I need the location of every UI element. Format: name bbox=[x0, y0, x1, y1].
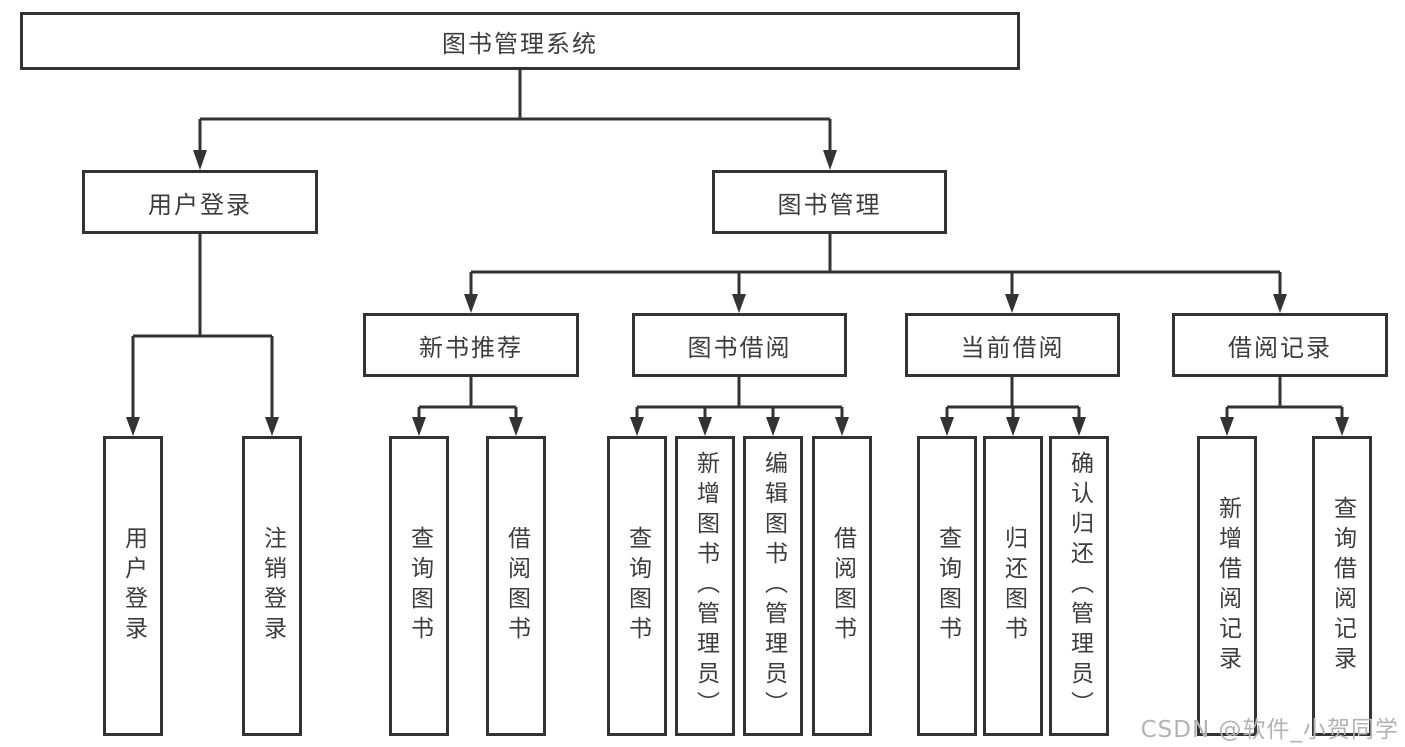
node-label: 归还图书 bbox=[1000, 526, 1027, 646]
connector-arrowheads bbox=[126, 150, 1349, 436]
leaf-query-books-borrow: 查询图书 bbox=[607, 436, 667, 736]
node-borrowing-records: 借阅记录 bbox=[1172, 313, 1388, 377]
node-label: 图书管理系统 bbox=[442, 29, 598, 58]
node-label: 图书借阅 bbox=[687, 333, 792, 362]
node-book-management: 图书管理 bbox=[712, 170, 947, 234]
node-root: 图书管理系统 bbox=[20, 12, 1020, 70]
leaf-borrow-books-newbooks: 借阅图书 bbox=[486, 436, 546, 736]
node-label: 查询图书 bbox=[406, 526, 433, 646]
leaf-query-borrow-record: 查询借阅记录 bbox=[1312, 436, 1372, 736]
node-label: 新书推荐 bbox=[419, 333, 523, 362]
node-label: 用户登录 bbox=[120, 526, 147, 646]
node-label: 用户登录 bbox=[148, 190, 252, 219]
node-label: 新增借阅记录 bbox=[1214, 496, 1241, 676]
csdn-watermark: CSDN @软件_小贺同学 bbox=[1140, 717, 1399, 743]
node-label: 图书管理 bbox=[777, 190, 882, 219]
leaf-user-login: 用户登录 bbox=[103, 436, 163, 736]
node-label: 借阅图书 bbox=[829, 526, 856, 646]
leaf-edit-books-admin: 编辑图书（管理员） bbox=[743, 436, 803, 736]
leaf-add-borrow-record: 新增借阅记录 bbox=[1197, 436, 1257, 736]
leaf-confirm-return-admin: 确认归还（管理员） bbox=[1049, 436, 1109, 736]
leaf-add-books-admin: 新增图书（管理员） bbox=[675, 436, 735, 736]
node-current-borrowing: 当前借阅 bbox=[905, 313, 1120, 377]
node-label: 查询图书 bbox=[934, 526, 961, 646]
node-label: 借阅记录 bbox=[1228, 333, 1332, 362]
node-new-book-recommend: 新书推荐 bbox=[363, 313, 579, 377]
leaf-borrow-books-borrow: 借阅图书 bbox=[812, 436, 872, 736]
node-label: 注销登录 bbox=[259, 526, 286, 646]
leaf-query-books-newbooks: 查询图书 bbox=[389, 436, 449, 736]
node-label: 当前借阅 bbox=[960, 333, 1065, 362]
leaf-return-books: 归还图书 bbox=[983, 436, 1043, 736]
node-label: 确认归还（管理员） bbox=[1066, 451, 1093, 721]
connector-lines bbox=[131, 70, 1344, 420]
leaf-query-books-current: 查询图书 bbox=[917, 436, 977, 736]
node-user-login: 用户登录 bbox=[82, 170, 318, 234]
node-label: 查询借阅记录 bbox=[1329, 496, 1356, 676]
node-label: 查询图书 bbox=[624, 526, 651, 646]
node-label: 新增图书（管理员） bbox=[692, 451, 719, 721]
node-label: 借阅图书 bbox=[503, 526, 530, 646]
node-book-borrowing: 图书借阅 bbox=[632, 313, 847, 377]
node-label: 编辑图书（管理员） bbox=[760, 451, 787, 721]
leaf-logout-login: 注销登录 bbox=[242, 436, 302, 736]
